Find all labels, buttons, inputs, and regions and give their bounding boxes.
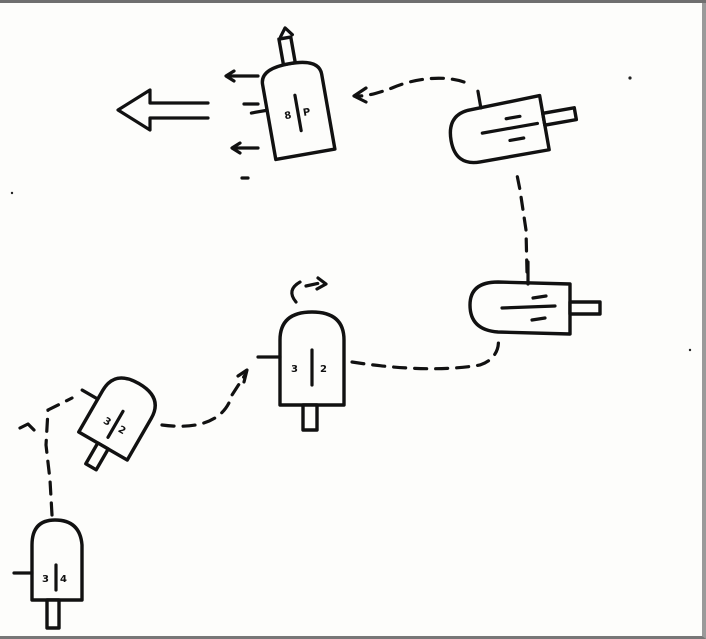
unit-5-mark-bottom bbox=[508, 136, 526, 143]
unit-1: 3 4 bbox=[12, 518, 84, 630]
unit-4-divider bbox=[500, 304, 557, 310]
unit-4-shaft bbox=[568, 300, 602, 316]
speck bbox=[688, 348, 692, 352]
unit-2-shaft bbox=[84, 441, 110, 472]
unit-6-shaft-tip bbox=[278, 26, 294, 39]
speck bbox=[10, 191, 14, 195]
rotation-arrow-icon bbox=[290, 276, 328, 304]
unit-1-shaft bbox=[45, 598, 61, 630]
unit-4-mark-bottom bbox=[530, 316, 547, 322]
unit-5 bbox=[448, 89, 579, 165]
path-start-arrowhead bbox=[236, 368, 249, 384]
unit-2-label-left: 3 bbox=[101, 416, 113, 429]
unit-6-label-right: P bbox=[302, 107, 311, 119]
big-left-arrow-icon bbox=[116, 88, 210, 132]
unit-2: 3 2 bbox=[77, 376, 157, 472]
unit-1-label-left: 3 bbox=[42, 574, 49, 585]
unit-6-side-tab bbox=[249, 108, 269, 115]
frame-top-line bbox=[0, 0, 706, 3]
unit-1-label-right: 4 bbox=[60, 574, 67, 585]
unit-6-shaft bbox=[277, 35, 297, 67]
unit-2-wing-mark bbox=[18, 422, 36, 432]
unit-6-label-left: 8 bbox=[284, 110, 293, 122]
path-end-arrowhead bbox=[352, 86, 368, 104]
unit-3: 3 2 bbox=[256, 276, 346, 432]
unit-5-divider bbox=[480, 121, 540, 135]
unit-5-mark-top bbox=[504, 114, 522, 121]
unit-6: 8 P bbox=[249, 26, 337, 162]
unit-2-divider bbox=[106, 409, 125, 439]
speck bbox=[628, 76, 632, 80]
unit-3-label-right: 2 bbox=[320, 364, 327, 375]
unit-3-label-left: 3 bbox=[291, 364, 298, 375]
unit-4-mark-top bbox=[531, 294, 548, 300]
unit-2-side-tab bbox=[80, 388, 100, 401]
unit-2-label-right: 2 bbox=[116, 424, 128, 437]
path-segment-3 bbox=[350, 336, 501, 371]
motion-path bbox=[44, 76, 529, 517]
path-segment-4 bbox=[514, 168, 529, 274]
motion-arrow-icon bbox=[224, 69, 260, 155]
unit-6-divider bbox=[293, 93, 303, 133]
unit-5-shaft bbox=[541, 106, 579, 127]
path-segment-5 bbox=[356, 76, 466, 98]
unit-5-top-tab bbox=[476, 89, 483, 110]
path-segment-2 bbox=[160, 373, 247, 428]
unit-3-shaft bbox=[301, 403, 319, 432]
unit-4 bbox=[468, 260, 602, 336]
path-segment-1 bbox=[44, 396, 74, 517]
unit-1-body bbox=[30, 518, 84, 602]
